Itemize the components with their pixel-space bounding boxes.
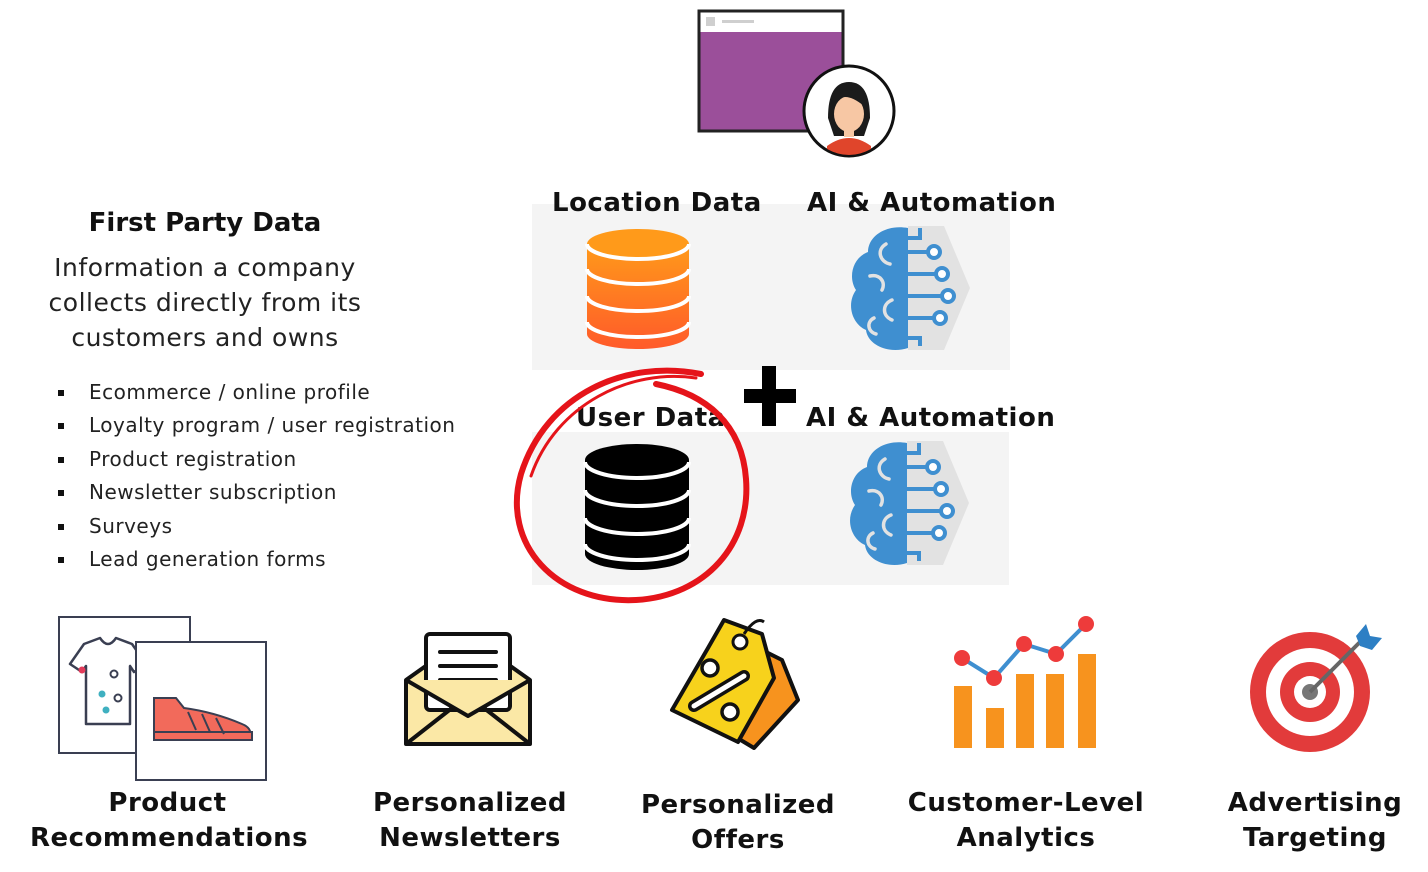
- target-icon: [1250, 624, 1382, 752]
- outcome-personalized-offers: Personalized Offers: [640, 790, 836, 855]
- outcome-advertising-targeting: Advertising Targeting: [1227, 788, 1403, 853]
- outcome-personalized-newsletters: Personalized Newsletters: [372, 788, 568, 853]
- highlight-circle-icon: [513, 367, 750, 604]
- analytics-chart-icon: [954, 616, 1096, 748]
- outcome-product-recommendations: Product Recommendations: [30, 788, 309, 853]
- plus-icon: [744, 366, 796, 426]
- outcome-customer-level-analytics: Customer-Level Analytics: [907, 788, 1145, 853]
- data-source-list: Ecommerce / online profile Loyalty progr…: [55, 376, 455, 576]
- ai-brain-icon-bottom: [850, 441, 969, 565]
- product-recommendations-icon: [58, 616, 267, 781]
- list-item: Surveys: [55, 510, 455, 543]
- location-database-icon: [585, 229, 691, 349]
- ai-automation-label-bottom: AI & Automation: [806, 403, 1056, 433]
- list-item: Lead generation forms: [55, 543, 455, 576]
- newsletter-envelope-icon: [404, 632, 532, 746]
- discount-tag-icon: [670, 618, 800, 750]
- list-item: Ecommerce / online profile: [55, 376, 455, 409]
- first-party-title: First Party Data: [88, 208, 322, 238]
- ai-automation-label-top: AI & Automation: [807, 188, 1057, 218]
- first-party-description: Information a company collects directly …: [48, 253, 362, 352]
- location-data-label: Location Data: [552, 188, 762, 218]
- ai-brain-icon-top: [851, 226, 970, 350]
- user-data-label: User Data: [576, 403, 726, 433]
- list-item: Newsletter subscription: [55, 476, 455, 509]
- browser-user-icon: [697, 9, 896, 158]
- list-item: Product registration: [55, 443, 455, 476]
- list-item: Loyalty program / user registration: [55, 409, 455, 442]
- user-database-icon: [583, 444, 691, 570]
